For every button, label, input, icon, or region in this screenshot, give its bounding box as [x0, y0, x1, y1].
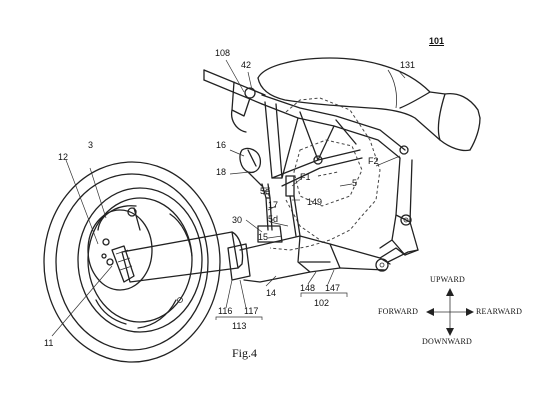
figure-main-reference: 101 [429, 36, 445, 46]
reference-leaders [51, 59, 406, 337]
direction-upward: UPWARD [430, 275, 465, 284]
ref-147: 147 [325, 283, 341, 293]
main-frame [261, 94, 419, 256]
ref-15: 15 [258, 232, 269, 242]
rear-cushion-unit [239, 147, 301, 243]
drive-housing-113 [111, 231, 251, 283]
ref-F1: F1 [300, 172, 311, 182]
ref-3: 3 [88, 140, 94, 150]
ref-116: 116 [218, 306, 233, 316]
ref-149: 149 [307, 197, 323, 207]
engine-5-outline [269, 97, 381, 251]
figure-caption: Fig.4 [232, 346, 258, 360]
ref-5: 5 [352, 178, 358, 188]
ref-F2: F2 [368, 156, 379, 166]
direction-forward: FORWARD [378, 307, 419, 316]
ref-30: 30 [232, 215, 243, 225]
direction-rearward: REARWARD [476, 307, 523, 316]
ref-42: 42 [241, 60, 252, 70]
ref-148: 148 [300, 283, 316, 293]
seat-131 [257, 57, 481, 152]
ref-12: 12 [58, 152, 69, 162]
ref-11: 11 [44, 338, 54, 348]
ref-131: 131 [400, 60, 416, 70]
ref-18: 18 [216, 167, 227, 177]
swing-arm [239, 235, 419, 283]
rear-wheel-3 [43, 161, 221, 363]
ref-17: 17 [268, 200, 279, 210]
ref-5d: 5d [268, 214, 279, 224]
ref-102: 102 [314, 298, 330, 308]
direction-arrows [426, 288, 474, 336]
ref-108: 108 [215, 48, 231, 58]
ref-14: 14 [266, 288, 277, 298]
ref-16: 16 [216, 140, 227, 150]
ref-113: 113 [232, 321, 247, 331]
ref-5e: 5e [260, 186, 271, 196]
head-pipe-108 [203, 69, 266, 133]
direction-downward: DOWNWARD [422, 337, 473, 346]
ref-117: 117 [244, 306, 259, 316]
